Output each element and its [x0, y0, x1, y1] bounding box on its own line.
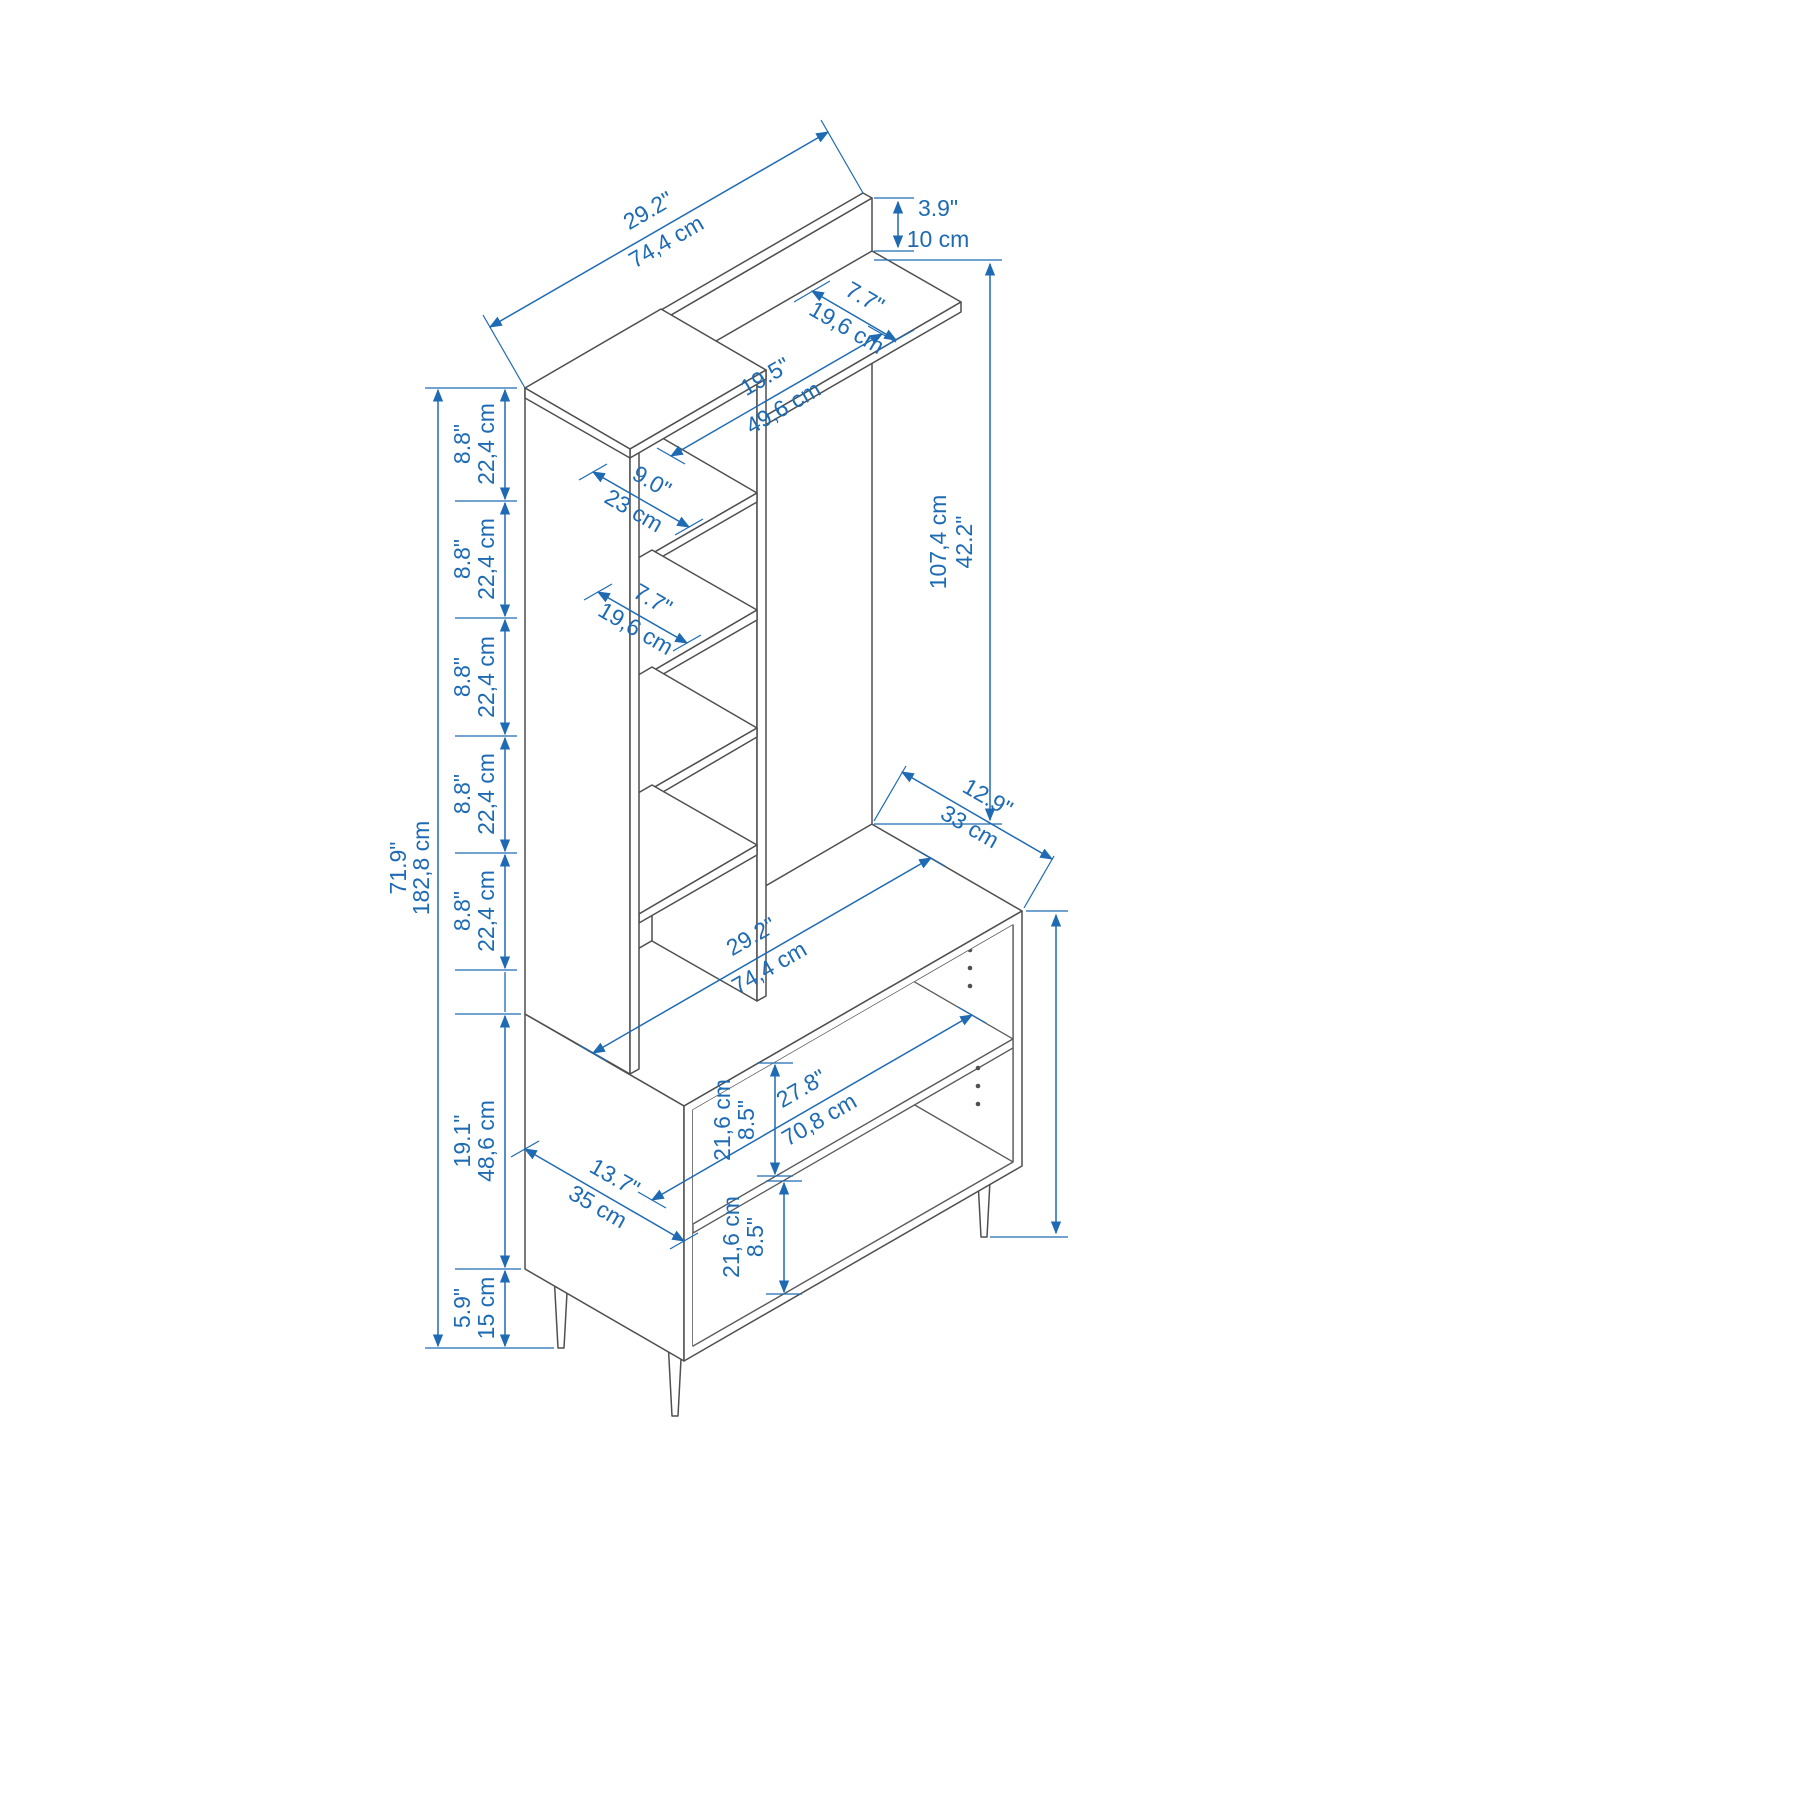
shelf-pin-holes	[967, 947, 981, 1107]
dim-section-height-upper-inches: 8.5"	[733, 1100, 759, 1140]
dim-back-strip-cm: 10 cm	[907, 226, 970, 252]
tower-left-front-edge	[629, 442, 640, 1075]
dim-back-strip-inches: 3.9"	[918, 195, 958, 221]
dim-spacing-4-cm: 22,4 cm	[473, 753, 499, 835]
dim-leg-height-inches: 5.9"	[449, 1288, 475, 1328]
tower-top-left-edge	[524, 387, 631, 459]
divider-front-edge	[756, 369, 767, 1002]
dim-spacing-2-cm: 22,4 cm	[473, 518, 499, 600]
dim-back-panel-height: 42.2" 107,4 cm	[874, 259, 1002, 825]
dim-spacing-4-inches: 8.8"	[449, 774, 475, 814]
dim-spacing-5-inches: 8.8"	[449, 891, 475, 931]
dim-total-height-inches: 71.9"	[385, 842, 411, 895]
dim-section-height-lower: 8.5" 21,6 cm	[718, 1180, 802, 1295]
dim-spacing-5-cm: 22,4 cm	[473, 870, 499, 952]
dim-back-strip: 3.9" 10 cm	[874, 195, 969, 252]
dim-leg-height-cm: 15 cm	[473, 1277, 499, 1340]
dim-section-height-upper-cm: 21,6 cm	[709, 1079, 735, 1161]
dim-section-height-lower-cm: 21,6 cm	[718, 1196, 744, 1278]
dim-total-height: 71.9" 182,8 cm	[385, 388, 444, 1348]
dim-back-panel-height-inches: 42.2"	[951, 516, 977, 569]
dim-back-panel-height-cm: 107,4 cm	[925, 495, 951, 590]
dim-section-height-upper: 8.5" 21,6 cm	[709, 1062, 793, 1177]
dim-spacing-3-inches: 8.8"	[449, 657, 475, 697]
dim-spacing-1-inches: 8.8"	[449, 424, 475, 464]
dim-right-lower-height	[990, 910, 1068, 1238]
dim-spacing-3-cm: 22,4 cm	[473, 636, 499, 718]
dim-cabinet-height-inches: 19.1"	[449, 1115, 475, 1168]
dim-spacing-1-cm: 22,4 cm	[473, 403, 499, 485]
dim-cabinet-height-cm: 48,6 cm	[473, 1100, 499, 1182]
dim-total-height-cm: 182,8 cm	[408, 821, 434, 916]
dim-left-chain: 8.8" 22,4 cm 8.8" 22,4 cm 8.8" 22,4 cm 8…	[425, 387, 554, 1349]
dim-section-height-lower-inches: 8.5"	[742, 1217, 768, 1257]
dim-spacing-2-inches: 8.8"	[449, 539, 475, 579]
